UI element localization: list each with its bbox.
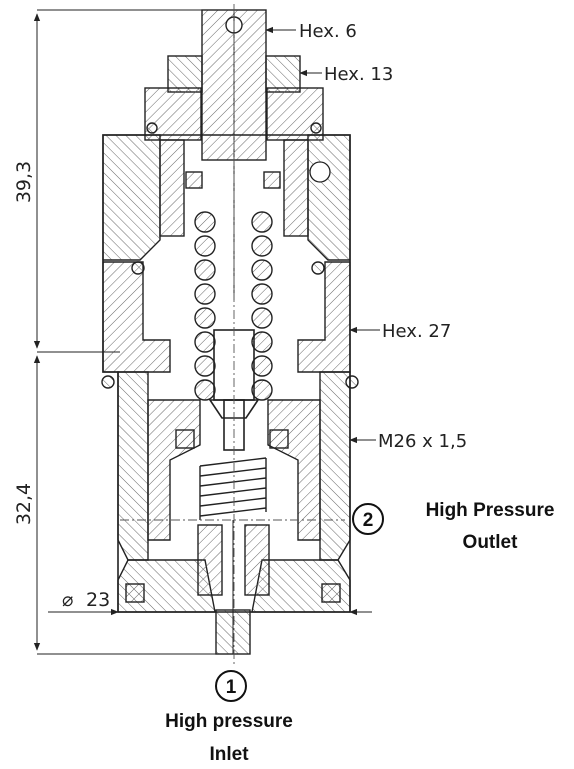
hex6-label: Hex. 6 [299, 21, 357, 42]
callout-leaders [265, 26, 380, 444]
outlet-label-line1: High Pressure [426, 500, 555, 521]
diameter-label: 23 [86, 589, 110, 611]
outlet-port-marker [352, 503, 384, 535]
hex27-label: Hex. 27 [382, 321, 451, 342]
upper-height-label: 39,3 [13, 161, 35, 203]
thread-label: M26 x 1,5 [378, 431, 467, 452]
lower-spring [199, 457, 267, 520]
diameter-symbol: ⌀ [62, 589, 73, 611]
inlet-label-line1: High pressure [165, 711, 293, 732]
inlet-port-number: 1 [226, 677, 237, 698]
outlet-label-line2: Outlet [463, 532, 519, 553]
port-hole-icon [309, 161, 331, 183]
upper-spring [194, 211, 273, 401]
o-rings [101, 122, 359, 603]
inlet-port-marker [215, 670, 247, 702]
outlet-port-number: 2 [363, 510, 374, 531]
valve-body [101, 4, 359, 665]
inlet-label-line2: Inlet [209, 744, 249, 765]
dimension-lines [33, 9, 372, 655]
lower-height-label: 32,4 [13, 483, 35, 525]
hex13-label: Hex. 13 [324, 64, 393, 85]
